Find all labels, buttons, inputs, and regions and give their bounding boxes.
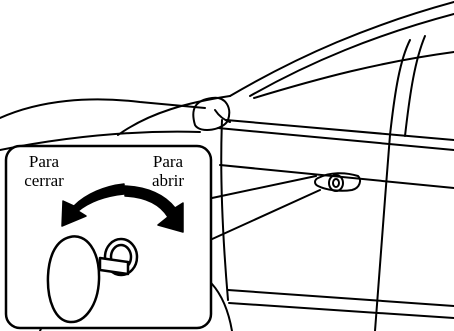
sill-line-2 <box>229 303 454 318</box>
unlock-label-line1: Para <box>139 152 197 171</box>
side-mirror <box>193 98 229 130</box>
callout-line-lower <box>210 190 320 240</box>
unlock-label: Para abrir <box>139 152 197 190</box>
window-bottom <box>226 120 454 140</box>
sill-line-1 <box>228 290 454 306</box>
car-roof-inner <box>250 14 454 96</box>
belt-line <box>218 128 454 150</box>
unlock-label-line2: abrir <box>139 171 197 190</box>
callout-line-upper <box>212 176 316 198</box>
key-blade <box>100 258 128 274</box>
body-crease <box>220 165 454 188</box>
lock-label-line1: Para <box>12 152 76 171</box>
lock-label-line2: cerrar <box>12 171 76 190</box>
window-top <box>254 52 454 98</box>
b-pillar-inner <box>405 36 425 136</box>
door-front-edge <box>221 120 228 300</box>
lock-label: Para cerrar <box>12 152 76 190</box>
key-head <box>48 236 99 322</box>
